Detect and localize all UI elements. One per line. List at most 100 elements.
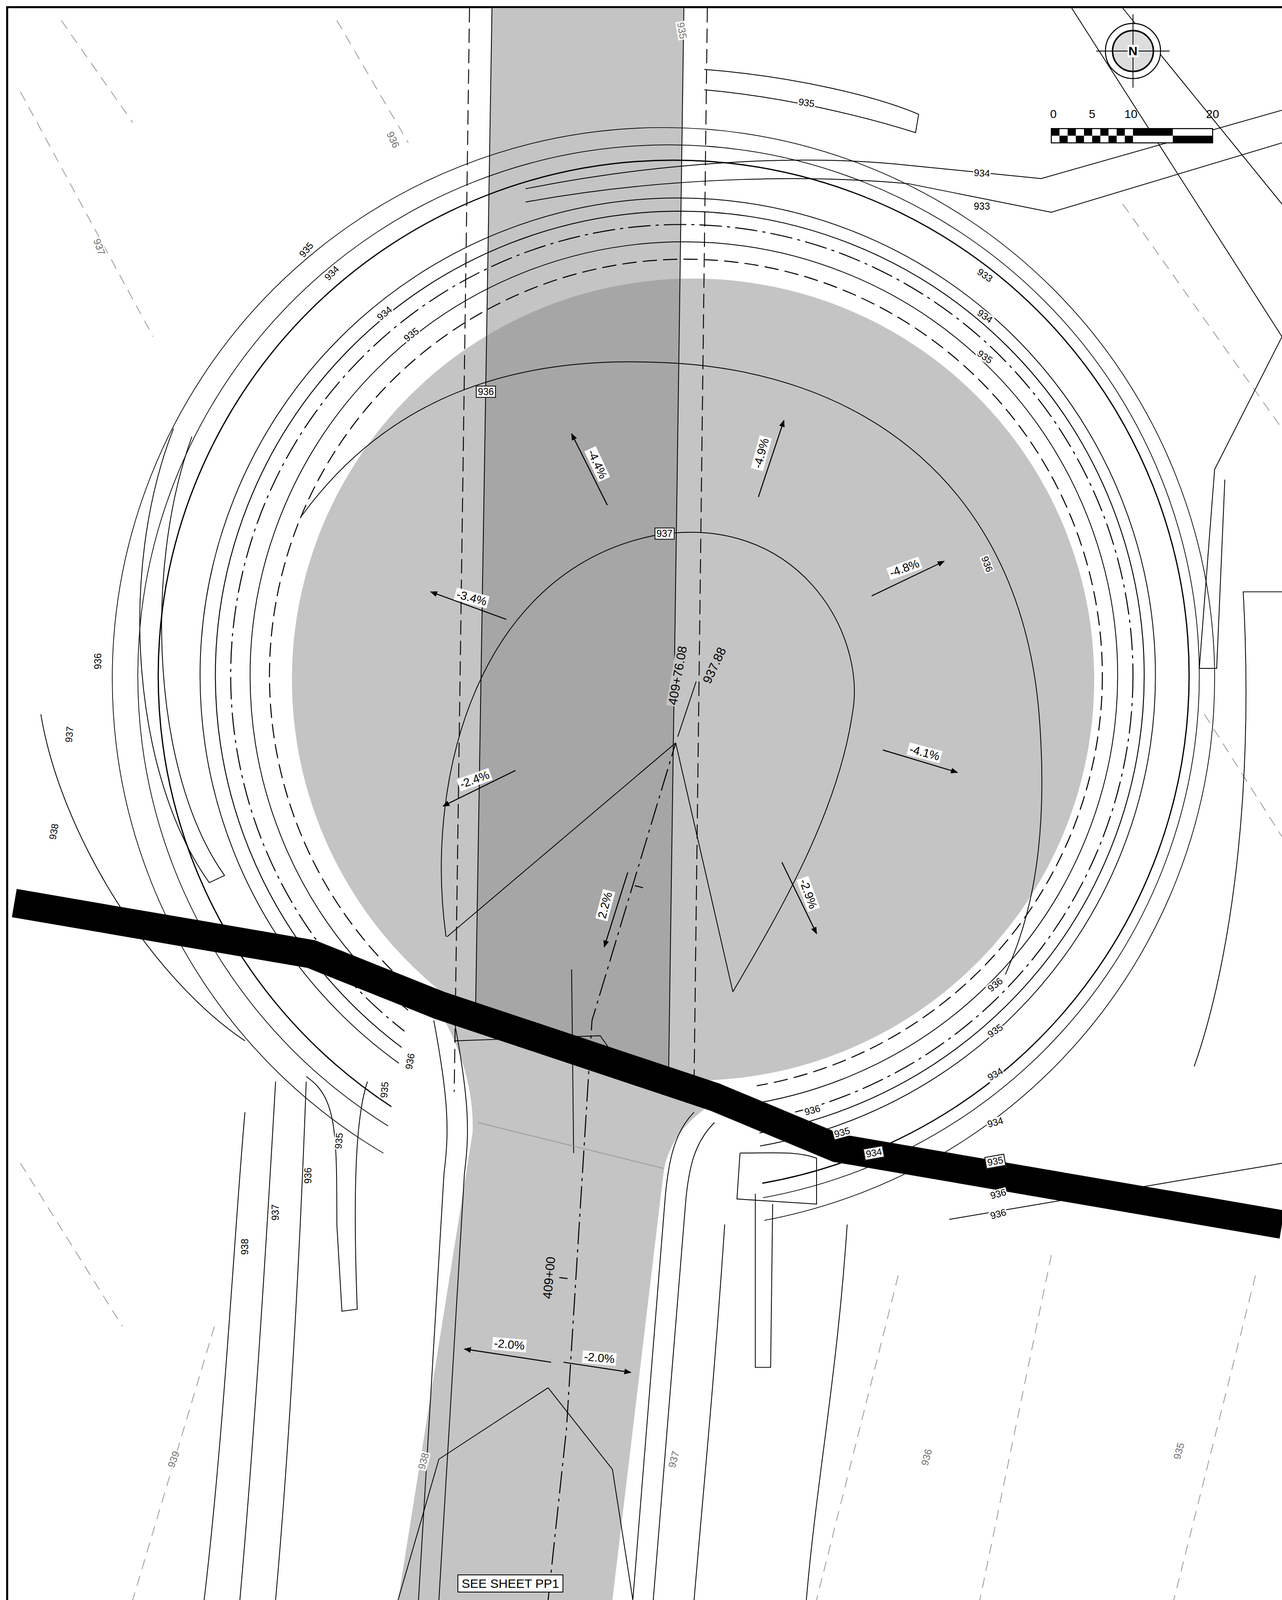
contour-line bbox=[704, 69, 919, 133]
contour-label: 936 bbox=[475, 385, 496, 399]
contour-label: 938 bbox=[240, 1238, 250, 1256]
contour-line bbox=[112, 127, 1215, 1230]
contour-label: 936 bbox=[93, 652, 103, 671]
cul-de-sac-rings bbox=[112, 127, 1215, 1230]
slope-arrow bbox=[464, 1348, 552, 1363]
site-linework bbox=[41, 8, 1282, 1600]
scale-bar bbox=[1051, 128, 1213, 143]
scale-bar-cell bbox=[1059, 135, 1068, 143]
slope-arrows bbox=[430, 420, 958, 1373]
row-line bbox=[693, 8, 708, 1082]
contour-label: 937 bbox=[270, 1203, 281, 1221]
scale-label: 5 bbox=[1089, 108, 1096, 121]
contour-label: 935 bbox=[379, 1080, 391, 1100]
scale-bar-cell bbox=[1116, 128, 1126, 136]
scale-bar-cell bbox=[1172, 135, 1213, 143]
contour-line bbox=[200, 197, 1156, 1154]
contour-label: 935 bbox=[796, 97, 816, 110]
property-line bbox=[1071, 8, 1282, 337]
cul-de-sac-pavement bbox=[291, 278, 1095, 1081]
contour-label: 934 bbox=[985, 1115, 1005, 1130]
island-curb bbox=[306, 1076, 368, 1312]
existing-contour-label: 936 bbox=[919, 1446, 935, 1468]
island-curb bbox=[737, 1152, 817, 1205]
grade-break bbox=[675, 742, 733, 992]
contour-label: 935 bbox=[985, 1021, 1006, 1040]
curb-line bbox=[418, 1020, 448, 1600]
existing-contour bbox=[132, 1326, 215, 1600]
sheet-border bbox=[7, 7, 1282, 1600]
grade-break bbox=[447, 742, 676, 937]
scale-bar-cell bbox=[1084, 128, 1093, 136]
scale-bar-cell bbox=[1091, 135, 1101, 143]
scale-bar-cell bbox=[1075, 135, 1085, 143]
curb-line bbox=[1194, 591, 1282, 1067]
north-arrow bbox=[1096, 14, 1170, 88]
existing-contour-label: 935 bbox=[1171, 1441, 1187, 1462]
sheet-reference: SEE SHEET PP1 bbox=[461, 1576, 560, 1591]
contour-line bbox=[275, 1081, 306, 1600]
grade-break bbox=[571, 969, 574, 1154]
station-tick bbox=[634, 885, 644, 888]
existing-contour bbox=[979, 1255, 1052, 1600]
existing-contour bbox=[1122, 204, 1282, 429]
scale-bar-cell bbox=[1132, 128, 1173, 136]
grade-break bbox=[454, 1035, 633, 1082]
scale-bar-cell bbox=[1124, 135, 1133, 143]
contour-label: 935 bbox=[974, 348, 995, 367]
contour-line bbox=[204, 1112, 246, 1600]
scale-bar-frame bbox=[1051, 128, 1213, 143]
scale-bar-cell bbox=[1051, 128, 1060, 136]
scale-bar-cell bbox=[1100, 128, 1109, 136]
contour-line bbox=[693, 1224, 725, 1600]
boundary-band bbox=[14, 903, 1282, 1225]
scale-bar-cell bbox=[1108, 135, 1117, 143]
grade-break bbox=[548, 1387, 633, 1600]
existing-contour bbox=[20, 91, 154, 337]
existing-contour bbox=[1204, 714, 1282, 838]
scale-label: 0 bbox=[1050, 108, 1057, 121]
contour-label: 935 bbox=[333, 1131, 345, 1151]
contour-label: 933 bbox=[973, 201, 991, 211]
contour-line bbox=[41, 714, 246, 1041]
curb-line bbox=[139, 428, 225, 883]
contour-label: 935 bbox=[296, 240, 316, 260]
contour-line bbox=[806, 1224, 848, 1600]
north-label: N bbox=[1127, 44, 1139, 58]
island-curb bbox=[755, 1194, 773, 1368]
centerline bbox=[548, 742, 676, 1600]
contour-label: 937 bbox=[654, 527, 675, 540]
curb-line bbox=[632, 1112, 694, 1600]
existing-contour bbox=[61, 20, 133, 123]
scale-label: 20 bbox=[1206, 108, 1220, 121]
contour-label: 934 bbox=[321, 263, 342, 283]
sheet-reference-box: SEE SHEET PP1 bbox=[457, 1574, 564, 1593]
contour-label: 934 bbox=[972, 168, 992, 179]
proposed-contour bbox=[441, 532, 855, 992]
contour-label: 938 bbox=[47, 822, 61, 842]
existing-contour bbox=[1173, 1275, 1256, 1600]
gutter-line bbox=[269, 259, 1103, 1092]
proposed-contour bbox=[302, 362, 1042, 975]
scale-bar-cell bbox=[1067, 128, 1077, 136]
scale-label: 10 bbox=[1124, 108, 1138, 121]
curb-line bbox=[1199, 336, 1282, 669]
road-edge bbox=[668, 8, 684, 1077]
curb-line bbox=[653, 1122, 715, 1600]
grade-break bbox=[477, 1122, 664, 1169]
existing-contour-label: 937 bbox=[91, 236, 108, 258]
contour-line bbox=[137, 144, 1200, 1207]
contour-label: 937 bbox=[64, 725, 76, 744]
contour-label: 936 bbox=[802, 1103, 823, 1118]
contour-label: 936 bbox=[303, 1166, 314, 1185]
existing-contour-label: 937 bbox=[666, 1448, 681, 1470]
contour-label: 933 bbox=[974, 266, 995, 285]
existing-contour-label: 939 bbox=[165, 1448, 182, 1470]
existing-contour bbox=[20, 1163, 123, 1327]
contour-line bbox=[215, 211, 1145, 1141]
contour-line bbox=[525, 142, 1282, 213]
grading-lines bbox=[302, 362, 1042, 1600]
contour-line bbox=[158, 160, 1190, 1192]
contour-label: 936 bbox=[988, 1207, 1009, 1222]
